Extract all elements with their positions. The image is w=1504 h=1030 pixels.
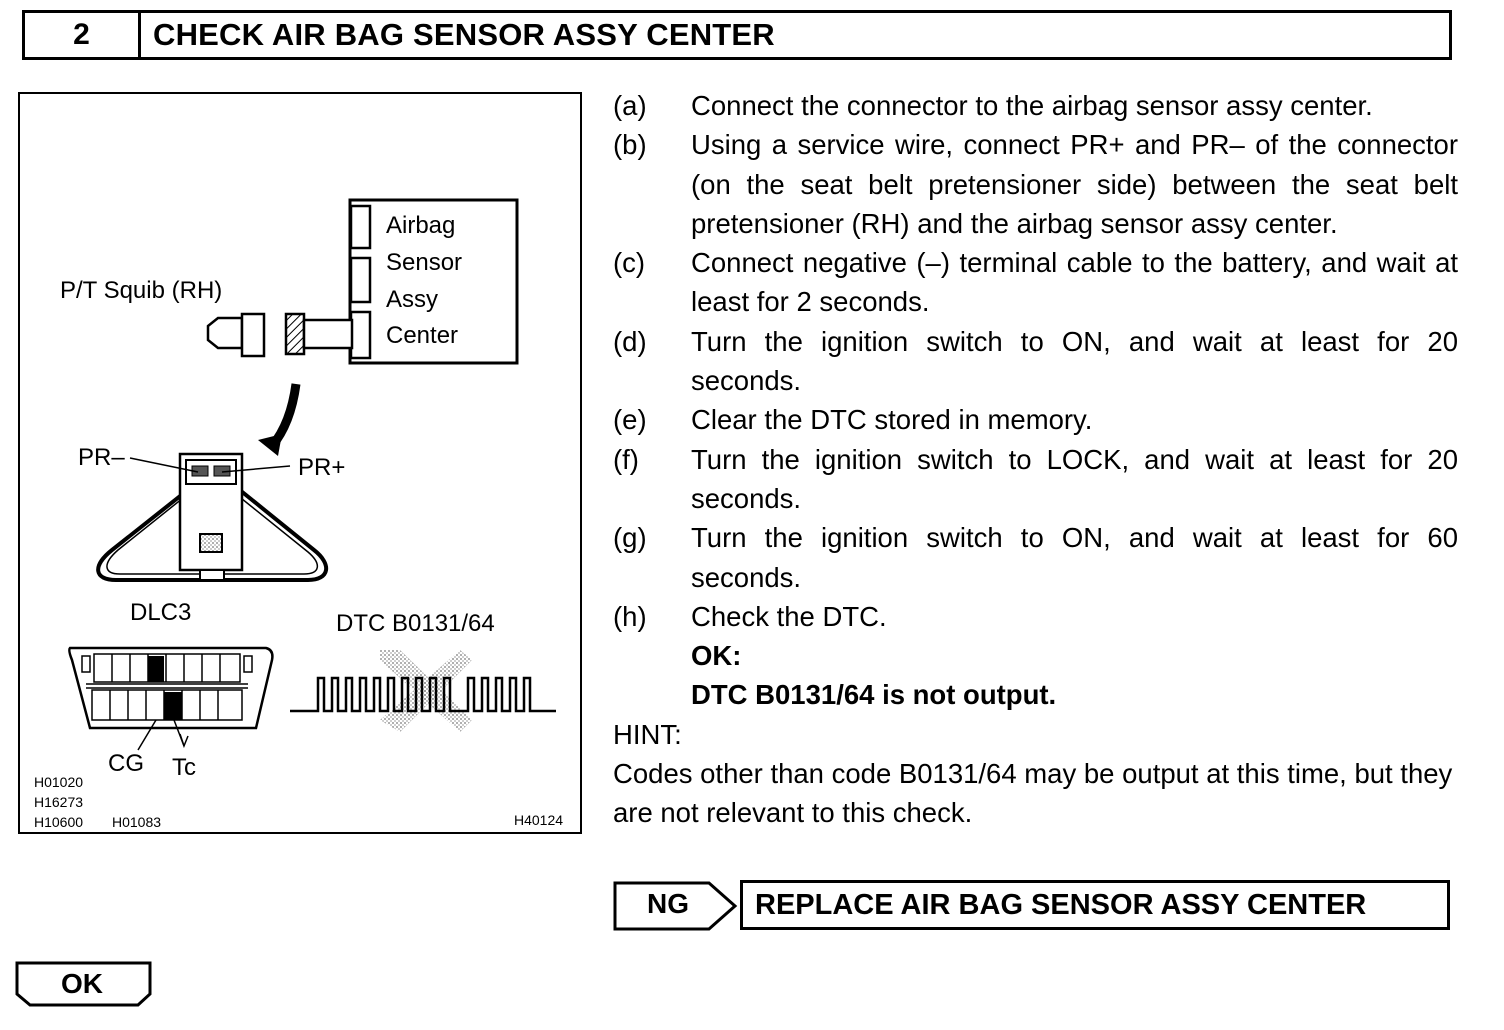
ng-branch: NG REPLACE AIR BAG SENSOR ASSY CENTER <box>613 880 1453 932</box>
ok-next-label: OK <box>61 968 103 999</box>
ok-next-button: OK <box>14 960 154 1008</box>
step-item: (d) Turn the ignition switch to ON, and … <box>613 322 1458 401</box>
step-number: 2 <box>25 13 141 57</box>
wiring-diagram <box>68 198 556 751</box>
ok-result-text: DTC B0131/64 is not output. <box>691 679 1057 711</box>
step-item: (h) Check the DTC. <box>613 597 1458 636</box>
step-header: 2 CHECK AIR BAG SENSOR ASSY CENTER <box>22 10 1452 60</box>
ng-action-box: REPLACE AIR BAG SENSOR ASSY CENTER <box>740 880 1450 930</box>
sensor-box-label-line-4: Center <box>386 322 459 349</box>
tc-label: Tc <box>172 754 196 781</box>
pr-minus-label: PR– <box>78 444 125 471</box>
sensor-box-label-line-2: Sensor <box>386 249 463 276</box>
ng-label: NG <box>647 888 689 919</box>
step-item: (e) Clear the DTC stored in memory. <box>613 400 1458 439</box>
figure-code-3: H10600 <box>34 814 84 830</box>
step-item: (a) Connect the connector to the airbag … <box>613 86 1458 125</box>
connection-illustration: Airbag Sensor Assy Center P/T Squib (RH)… <box>18 92 582 834</box>
step-item: (b) Using a service wire, connect PR+ an… <box>613 125 1458 243</box>
step-title: CHECK AIR BAG SENSOR ASSY CENTER <box>153 17 775 52</box>
step-key: (f) <box>613 443 639 475</box>
figure-code-1: H01020 <box>34 774 84 790</box>
step-item: (f) Turn the ignition switch to LOCK, an… <box>613 440 1458 519</box>
step-key: (c) <box>613 247 646 279</box>
step-text: Turn the ignition switch to ON, and wait… <box>691 522 1458 593</box>
hint-text: Codes other than code B0131/64 may be ou… <box>613 758 1453 829</box>
step-text: Check the DTC. <box>691 600 887 632</box>
step-item: (g) Turn the ignition switch to ON, and … <box>613 518 1458 597</box>
step-key: (a) <box>613 90 647 121</box>
step-text: Turn the ignition switch to LOCK, and wa… <box>691 443 1458 514</box>
procedure-steps: (a) Connect the connector to the airbag … <box>613 86 1458 833</box>
step-text: Clear the DTC stored in memory. <box>691 404 1093 436</box>
ok-arrow-shape <box>15 961 152 1007</box>
step-text: Turn the ignition switch to ON, and wait… <box>691 325 1458 397</box>
step-text: Connect the connector to the airbag sens… <box>691 90 1373 121</box>
step-text: Using a service wire, connect PR+ and PR… <box>691 129 1458 239</box>
step-key: (h) <box>613 600 647 632</box>
dtc-label: DTC B0131/64 <box>336 610 495 637</box>
ok-result-label: OK: <box>691 640 742 672</box>
pr-plus-label: PR+ <box>298 454 346 481</box>
step-key: (b) <box>613 129 647 161</box>
sensor-box-label-line-3: Assy <box>386 286 439 313</box>
squib-label: P/T Squib (RH) <box>60 277 223 304</box>
step-key: (g) <box>613 522 647 554</box>
cg-label: CG <box>108 750 144 777</box>
figure-code-4: H01083 <box>112 814 162 830</box>
dlc-label: DLC3 <box>130 599 192 626</box>
step-key: (d) <box>613 325 647 357</box>
step-text: Connect negative (–) terminal cable to t… <box>691 247 1458 318</box>
figure-code-5: H40124 <box>514 812 564 828</box>
ng-arrow-shape <box>613 881 738 931</box>
sensor-box-label-line-1: Airbag <box>386 212 456 239</box>
hint-title: HINT: <box>613 718 682 750</box>
figure-code-2: H16273 <box>34 794 84 810</box>
step-key: (e) <box>613 404 647 436</box>
step-item: (c) Connect negative (–) terminal cable … <box>613 243 1458 322</box>
